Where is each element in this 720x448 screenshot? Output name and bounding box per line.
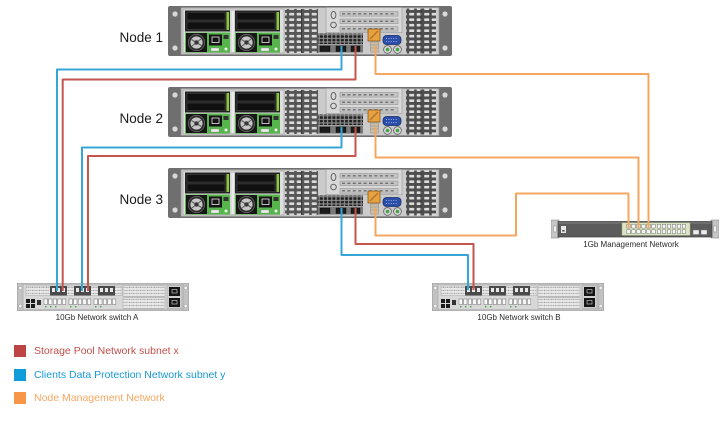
cable-node2-management — [374, 127, 640, 228]
node-2-label: Node 2 — [119, 111, 163, 126]
legend-row-storage: Storage Pool Network subnet x — [14, 344, 179, 358]
legend-row-clients: Clients Data Protection Network subnet y — [14, 368, 225, 382]
cable-node2-clients — [81, 127, 343, 291]
cable-node1-clients — [56, 46, 343, 291]
cable-node3-clients — [340, 208, 469, 290]
cable-node1-storage — [61, 46, 357, 291]
storage-legend-swatch — [14, 345, 26, 357]
node-1-label: Node 1 — [119, 30, 163, 45]
clients-legend-label: Clients Data Protection Network subnet y — [34, 369, 226, 381]
node-3-label: Node 3 — [119, 192, 163, 207]
mgmt-switch-label: 1Gb Management Network — [583, 240, 679, 249]
switch-b-label: 10Gb Network switch B — [477, 313, 561, 322]
switch-b-graphic — [432, 283, 604, 311]
cable-node3-storage — [354, 208, 475, 290]
switch-a-label: 10Gb Network switch A — [55, 313, 139, 322]
cable-node2-storage — [87, 127, 357, 291]
node-1-server-graphic — [168, 6, 452, 56]
management-legend-label: Node Management Network — [34, 392, 165, 404]
node-2-server-graphic — [168, 87, 452, 137]
cable-node3-management — [374, 192, 630, 237]
cable-node1-management — [374, 46, 650, 228]
management-legend-swatch — [14, 392, 26, 404]
switch-a-graphic — [17, 283, 189, 311]
mgmt-switch-graphic — [551, 219, 719, 239]
clients-legend-swatch — [14, 369, 26, 381]
legend-row-management: Node Management Network — [14, 391, 165, 405]
cables — [56, 46, 650, 291]
storage-legend-label: Storage Pool Network subnet x — [34, 345, 179, 357]
node-3-server-graphic — [168, 168, 452, 218]
